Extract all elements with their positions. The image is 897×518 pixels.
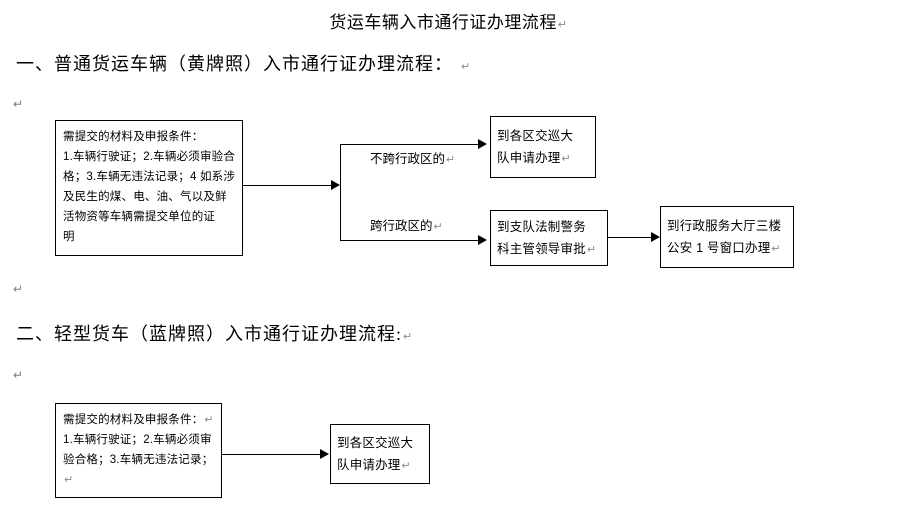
target-line-with-mark: 队申请办理↵ <box>337 454 423 477</box>
target-line: 科主管领导审批 <box>497 241 586 256</box>
page-title: 货运车辆入市通行证办理流程↵ <box>0 8 897 33</box>
target-box-service-hall-window-content: 到行政服务大厅三楼 公安 1 号窗口办理↵ <box>661 207 793 267</box>
connector-requirements-to-brigade-section-2 <box>222 454 322 455</box>
requirements-line: 及民生的煤、电、油、气以及鲜 <box>63 191 227 203</box>
pilcrow-icon: ↵ <box>204 414 214 426</box>
pilcrow-icon: ↵ <box>461 61 472 73</box>
requirements-line: 格；3.车辆无违法记录；4 如系涉 <box>63 171 236 183</box>
target-line: 队申请办理 <box>497 150 561 165</box>
target-line-with-mark: 公安 1 号窗口办理↵ <box>667 237 787 260</box>
section-2-heading-text: 二、轻型货车（蓝牌照）入市通行证办理流程: <box>16 324 402 344</box>
target-line: 队申请办理 <box>337 457 401 472</box>
pilcrow-icon: ↵ <box>433 221 443 233</box>
pilcrow-icon: ↵ <box>586 243 597 256</box>
branch-spine <box>340 144 341 241</box>
connector-approval-to-service-hall <box>608 237 653 238</box>
pilcrow-icon: ↵ <box>401 459 411 472</box>
pilcrow-icon: ↵ <box>446 154 456 166</box>
requirements-box-section-1: 需提交的材料及申报条件： 1.车辆行驶证；2.车辆必须审验合 格；3.车辆无违法… <box>55 120 243 256</box>
target-line: 到行政服务大厅三楼 <box>667 218 782 233</box>
target-box-district-brigade-section-2-content: 到各区交巡大 队申请办理↵ <box>331 425 429 483</box>
target-line: 公安 1 号窗口办理 <box>667 240 771 255</box>
pilcrow-icon: ↵ <box>64 474 74 486</box>
pilcrow-icon: ↵ <box>13 282 24 296</box>
pilcrow-icon: ↵ <box>557 19 568 31</box>
section-2-heading: 二、轻型货车（蓝牌照）入市通行证办理流程:↵ <box>16 320 413 346</box>
pilcrow-icon: ↵ <box>771 242 781 255</box>
requirements-line: 明 <box>63 231 75 243</box>
pilcrow-icon: ↵ <box>561 152 571 165</box>
target-line-with-mark: 科主管领导审批↵ <box>497 238 601 261</box>
page-title-text: 货运车辆入市通行证办理流程 <box>329 13 557 32</box>
pilcrow-icon: ↵ <box>13 97 24 111</box>
target-line-with-mark: 队申请办理↵ <box>497 147 589 170</box>
requirements-line: 验合格；3.车辆无违法记录； <box>63 454 214 466</box>
branch-label-no-cross-district: 不跨行政区的↵ <box>370 148 455 167</box>
target-line: 到各区交巡大 <box>497 128 574 143</box>
arrowhead-icon <box>331 180 340 190</box>
connector-requirements-to-branch <box>243 185 333 186</box>
requirements-line-with-mark: 验合格；3.车辆无违法记录； ↵ <box>63 450 216 490</box>
requirements-line: 1.车辆行驶证；2.车辆必须审验合 <box>63 151 236 163</box>
arrowhead-icon <box>478 235 487 245</box>
pilcrow-icon: ↵ <box>403 331 414 343</box>
requirements-line: 需提交的材料及申报条件： <box>63 414 204 426</box>
requirements-box-section-2-content: 需提交的材料及申报条件：↵ 1.车辆行驶证；2.车辆必须审 验合格；3.车辆无违… <box>56 404 221 490</box>
branch-label-cross-district: 跨行政区的↵ <box>370 215 443 234</box>
requirements-line: 需提交的材料及申报条件： <box>63 131 204 143</box>
target-line: 到支队法制警务 <box>497 219 586 234</box>
requirements-box-section-1-content: 需提交的材料及申报条件： 1.车辆行驶证；2.车辆必须审验合 格；3.车辆无违法… <box>56 121 242 247</box>
target-line: 到各区交巡大 <box>337 435 414 450</box>
branch-arm-lower <box>340 240 481 241</box>
requirements-line: 1.车辆行驶证；2.车辆必须审 <box>63 434 212 446</box>
arrowhead-icon <box>320 449 329 459</box>
target-box-district-brigade: 到各区交巡大 队申请办理↵ <box>490 116 596 178</box>
target-box-district-brigade-content: 到各区交巡大 队申请办理↵ <box>491 117 595 177</box>
target-box-district-brigade-section-2: 到各区交巡大 队申请办理↵ <box>330 424 430 484</box>
arrowhead-icon <box>478 139 487 149</box>
arrowhead-icon <box>651 232 660 242</box>
target-box-service-hall-window: 到行政服务大厅三楼 公安 1 号窗口办理↵ <box>660 206 794 268</box>
requirements-line: 活物资等车辆需提交单位的证 <box>63 211 216 223</box>
section-1-heading: 一、普通货运车辆（黄牌照）入市通行证办理流程： ↵ <box>16 50 471 76</box>
branch-label-text: 跨行政区的 <box>370 219 433 233</box>
branch-label-text: 不跨行政区的 <box>370 152 446 166</box>
requirements-box-section-2: 需提交的材料及申报条件：↵ 1.车辆行驶证；2.车辆必须审 验合格；3.车辆无违… <box>55 403 222 498</box>
target-box-legal-affairs-approval-content: 到支队法制警务 科主管领导审批↵ <box>491 211 607 265</box>
section-1-heading-text: 一、普通货运车辆（黄牌照）入市通行证办理流程： <box>16 54 453 74</box>
branch-arm-upper <box>340 144 481 145</box>
pilcrow-icon: ↵ <box>13 368 24 382</box>
target-box-legal-affairs-approval: 到支队法制警务 科主管领导审批↵ <box>490 210 608 266</box>
requirements-line-with-mark: 需提交的材料及申报条件：↵ <box>63 410 216 430</box>
